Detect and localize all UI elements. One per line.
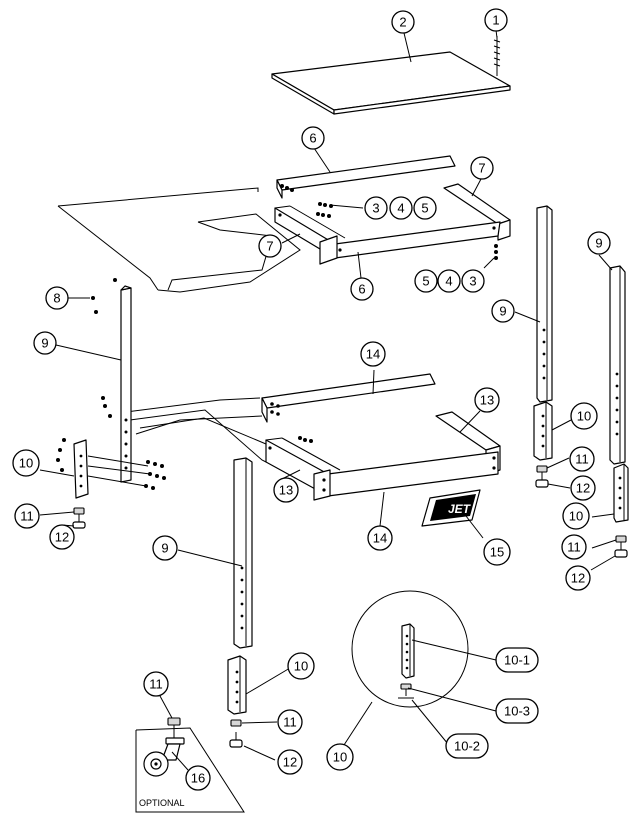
part-right-rear-leg <box>609 265 626 465</box>
callout-9: 9 <box>499 304 506 319</box>
part-lower-front-frame <box>265 436 499 501</box>
callout-9: 9 <box>595 236 602 251</box>
callout-6: 6 <box>309 131 316 146</box>
part-center-foot-bracket <box>227 655 247 748</box>
callout-12: 12 <box>55 530 69 545</box>
part-left-leveling-foot <box>72 507 86 529</box>
guide-lines <box>57 187 301 463</box>
part-jet-badge: JET <box>421 489 481 527</box>
part-right-front-leg <box>536 205 553 403</box>
callout-4: 4 <box>397 201 404 216</box>
callout-13: 13 <box>480 393 494 408</box>
callout-16: 16 <box>191 771 205 786</box>
callout-10: 10 <box>569 509 583 524</box>
callout-12: 12 <box>283 755 297 770</box>
callout-11: 11 <box>149 677 163 692</box>
callout-10: 10 <box>333 750 347 765</box>
callout-10-3: 10-3 <box>504 704 530 719</box>
part-center-leg <box>233 457 253 649</box>
callout-11: 11 <box>567 540 581 555</box>
leader-lines <box>39 29 617 771</box>
callout-14: 14 <box>366 347 380 362</box>
callout-3: 3 <box>372 201 379 216</box>
part-upper-rear-rail <box>276 155 456 199</box>
part-screw <box>493 36 501 76</box>
callout-7: 7 <box>478 161 485 176</box>
callout-10: 10 <box>19 456 33 471</box>
optional-caption: OPTIONAL <box>139 798 185 808</box>
part-left-foot-bracket <box>56 438 151 499</box>
part-left-leg <box>120 285 132 483</box>
callouts: 1 2 6 7 3 4 5 7 6 5 4 3 8 9 9 9 14 13 10… <box>12 8 611 791</box>
left-leg-hardware <box>91 278 166 490</box>
part-right-front-foot-bracket <box>533 401 553 488</box>
part-upper-side-bracket-right <box>443 183 511 241</box>
part-lower-rear-rail <box>261 373 436 423</box>
part-upper-front-frame <box>274 205 501 265</box>
callout-6: 6 <box>358 282 365 297</box>
jet-logo-text: JET <box>448 502 472 516</box>
callout-3: 3 <box>469 274 476 289</box>
callout-14: 14 <box>373 531 387 546</box>
callout-1: 1 <box>492 13 499 28</box>
callout-10-1: 10-1 <box>504 653 530 668</box>
callout-12: 12 <box>571 571 585 586</box>
callout-4: 4 <box>445 274 452 289</box>
callout-13: 13 <box>279 483 293 498</box>
callout-11: 11 <box>575 452 589 467</box>
callout-9: 9 <box>161 541 168 556</box>
callout-2: 2 <box>399 15 406 30</box>
callout-10-2: 10-2 <box>454 739 480 754</box>
callout-11: 11 <box>283 715 297 730</box>
callout-15: 15 <box>490 545 504 560</box>
upper-hardware <box>280 184 498 260</box>
callout-7: 7 <box>266 239 273 254</box>
callout-8: 8 <box>53 291 60 306</box>
callout-10: 10 <box>577 409 591 424</box>
optional-caster-box: OPTIONAL <box>135 717 245 813</box>
callout-9: 9 <box>41 336 48 351</box>
part-top-panel <box>271 51 511 115</box>
callout-5: 5 <box>422 274 429 289</box>
callout-12: 12 <box>576 481 590 496</box>
part-right-rear-foot-bracket <box>613 463 629 558</box>
detail-magnifier <box>351 590 469 708</box>
callout-11: 11 <box>20 509 34 524</box>
callout-5: 5 <box>421 201 428 216</box>
callout-10: 10 <box>294 659 308 674</box>
